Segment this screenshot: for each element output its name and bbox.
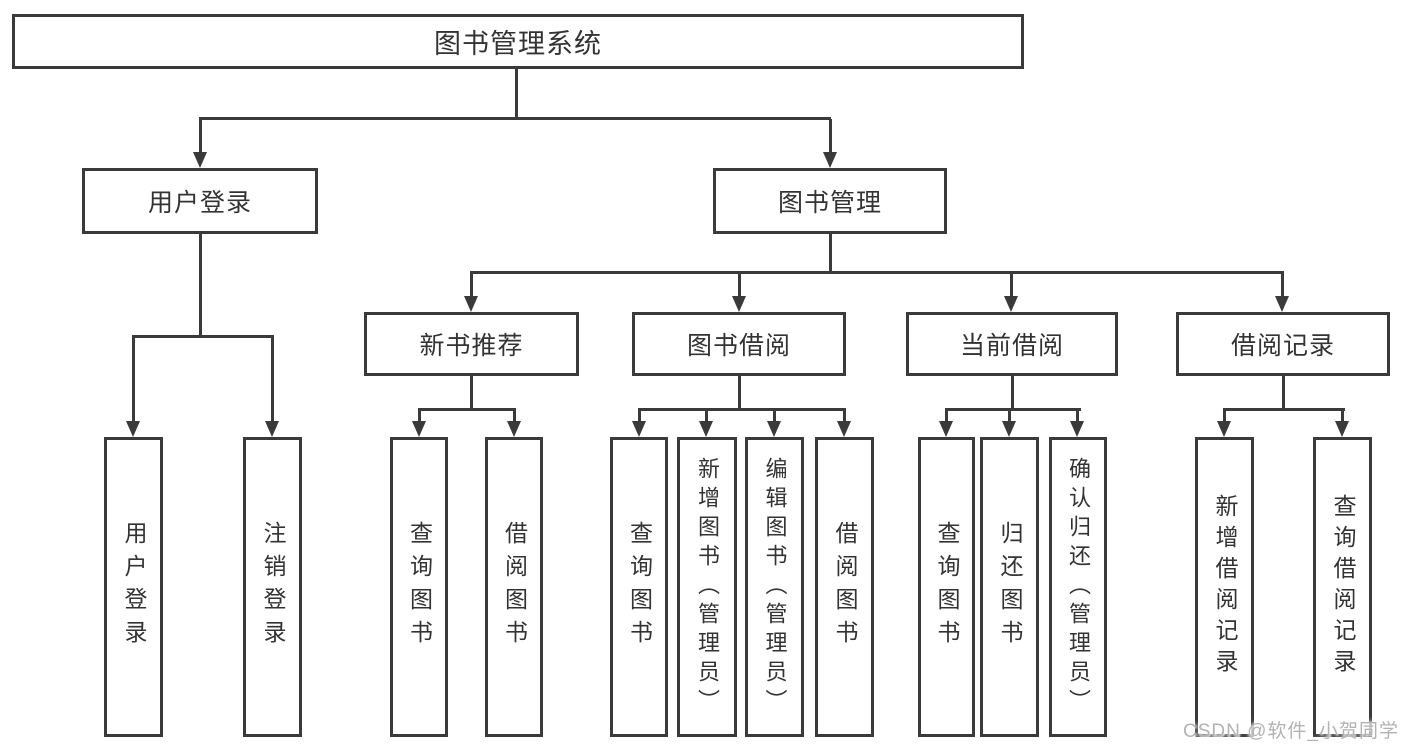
connector-line bbox=[738, 273, 741, 297]
connector-line bbox=[1008, 410, 1011, 422]
connector-line bbox=[513, 410, 516, 422]
connector-line bbox=[829, 234, 832, 274]
node-borrowing-records: 借阅记录 bbox=[1176, 312, 1390, 376]
arrowhead-icon bbox=[732, 296, 746, 312]
node-leaf-add-borrow-record: 新增借阅记录 bbox=[1195, 437, 1254, 737]
csdn-watermark: CSDN @软件_小贺同学 bbox=[1183, 721, 1399, 742]
connector-line bbox=[1223, 408, 1345, 411]
connector-line bbox=[705, 410, 708, 422]
node-leaf-recommend-query-books: 查询图书 bbox=[390, 437, 448, 737]
node-leaf-current-query-books: 查询图书 bbox=[918, 437, 975, 737]
connector-line bbox=[945, 408, 1081, 411]
arrowhead-icon bbox=[464, 296, 478, 312]
node-system-root: 图书管理系统 bbox=[12, 14, 1024, 69]
node-leaf-borrowing-query-books: 查询图书 bbox=[610, 437, 668, 737]
arrowhead-icon bbox=[507, 421, 521, 437]
connector-line bbox=[418, 408, 516, 411]
arrowhead-icon bbox=[939, 421, 953, 437]
node-leaf-logout: 注销登录 bbox=[243, 437, 302, 737]
connector-line bbox=[1341, 410, 1344, 422]
connector-line bbox=[638, 408, 846, 411]
connector-line bbox=[470, 271, 1284, 274]
node-leaf-return-books: 归还图书 bbox=[980, 437, 1039, 737]
node-leaf-confirm-return-admin: 确认归还（管理员） bbox=[1049, 437, 1107, 737]
arrowhead-icon bbox=[632, 421, 646, 437]
connector-line bbox=[738, 376, 741, 410]
connector-line bbox=[1010, 273, 1013, 297]
connector-line bbox=[199, 234, 202, 337]
arrowhead-icon bbox=[193, 152, 207, 168]
node-leaf-query-borrow-record: 查询借阅记录 bbox=[1313, 437, 1372, 737]
connector-line bbox=[1281, 273, 1284, 297]
arrowhead-icon bbox=[1275, 296, 1289, 312]
node-leaf-recommend-borrow-books: 借阅图书 bbox=[485, 437, 543, 737]
arrowhead-icon bbox=[837, 421, 851, 437]
connector-line bbox=[470, 376, 473, 410]
connector-line bbox=[132, 337, 135, 422]
node-leaf-borrowing-borrow-books: 借阅图书 bbox=[815, 437, 874, 737]
connector-line bbox=[470, 273, 473, 297]
connector-line bbox=[132, 335, 274, 338]
node-leaf-add-books-admin: 新增图书（管理员） bbox=[677, 437, 737, 737]
node-leaf-user-login: 用户登录 bbox=[104, 437, 163, 737]
arrowhead-icon bbox=[767, 421, 781, 437]
connector-line bbox=[1076, 410, 1079, 422]
connector-line bbox=[1223, 410, 1226, 422]
arrowhead-icon bbox=[1004, 296, 1018, 312]
node-book-borrowing: 图书借阅 bbox=[632, 312, 846, 376]
connector-line bbox=[773, 410, 776, 422]
arrowhead-icon bbox=[1070, 421, 1084, 437]
arrowhead-icon bbox=[1217, 421, 1231, 437]
node-current-borrowing: 当前借阅 bbox=[906, 312, 1118, 376]
arrowhead-icon bbox=[1002, 421, 1016, 437]
node-new-book-recommend: 新书推荐 bbox=[364, 312, 579, 376]
connector-line bbox=[1011, 376, 1014, 410]
arrowhead-icon bbox=[412, 421, 426, 437]
connector-line bbox=[945, 410, 948, 422]
arrowhead-icon bbox=[699, 421, 713, 437]
connector-line bbox=[843, 410, 846, 422]
connector-line bbox=[199, 119, 202, 153]
connector-line bbox=[829, 119, 832, 153]
arrowhead-icon bbox=[126, 421, 140, 437]
connector-line bbox=[638, 410, 641, 422]
connector-line bbox=[271, 337, 274, 422]
connector-line bbox=[1282, 376, 1285, 410]
arrowhead-icon bbox=[1335, 421, 1349, 437]
node-leaf-edit-books-admin: 编辑图书（管理员） bbox=[745, 437, 804, 737]
connector-line bbox=[199, 117, 831, 120]
connector-line bbox=[515, 69, 518, 119]
node-user-login: 用户登录 bbox=[82, 168, 318, 234]
connector-line bbox=[418, 410, 421, 422]
arrowhead-icon bbox=[265, 421, 279, 437]
node-book-management: 图书管理 bbox=[713, 168, 947, 234]
arrowhead-icon bbox=[823, 152, 837, 168]
